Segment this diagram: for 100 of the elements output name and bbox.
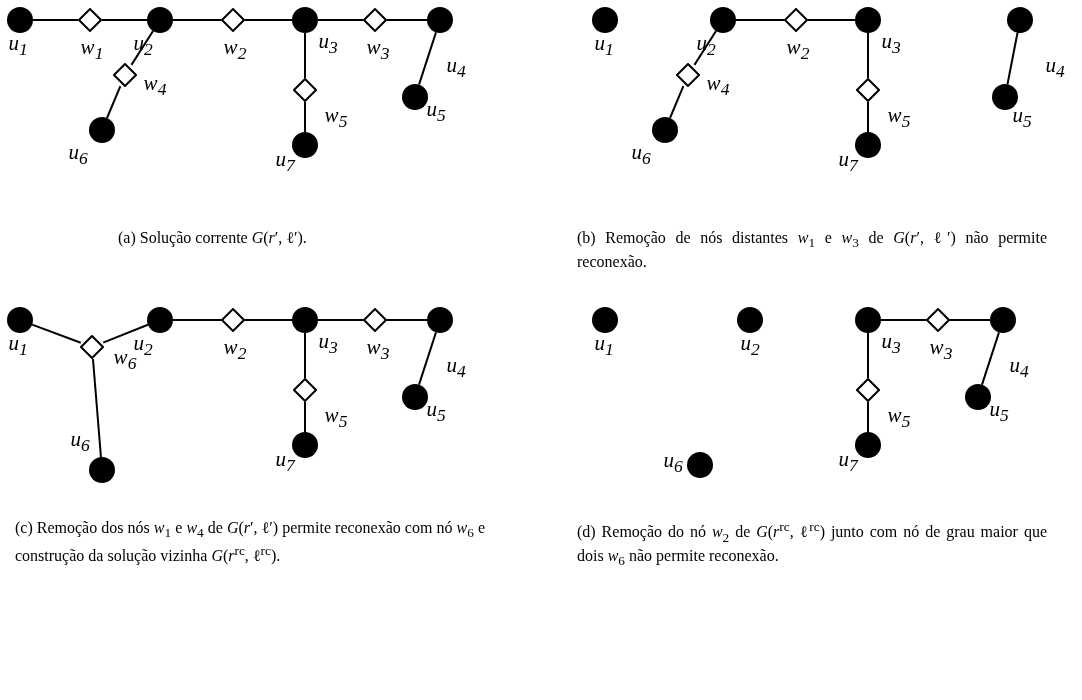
vertex-label: w$_{3}$ <box>366 337 390 363</box>
vertex-diamond <box>784 8 808 32</box>
vertex-label: u$_{4}$ <box>1009 355 1029 381</box>
edge-line <box>735 19 785 21</box>
vertex-label: u$_{1}$ <box>594 333 614 359</box>
edge-line <box>130 29 154 66</box>
vertex-label: w$_{5}$ <box>887 105 911 131</box>
edge-line <box>106 85 122 119</box>
vertex-label: u$_{5}$ <box>426 399 446 425</box>
vertex-label: u$_{7}$ <box>838 149 858 175</box>
edge-line <box>386 319 428 321</box>
vertex-label: w$_{3}$ <box>929 337 953 363</box>
vertex-diamond <box>113 63 137 87</box>
vertex-circle <box>89 117 115 143</box>
edge-line <box>317 319 364 321</box>
vertex-label: w$_{1}$ <box>80 37 104 63</box>
vertex-circle <box>402 84 428 110</box>
vertex-label: w$_{5}$ <box>887 405 911 431</box>
edge-line <box>304 332 306 379</box>
vertex-label: w$_{2}$ <box>223 337 247 363</box>
figure-caption: (a) Solução corrente G(r′, ℓ′). <box>118 228 308 249</box>
vertex-circle <box>855 432 881 458</box>
edge-line <box>981 331 1000 386</box>
edge-line <box>867 32 869 79</box>
figure-caption: (d) Remoção do nó w$_{2}$ de G(r$^{rc}$, ℓ$^{rc}$) junto com nó de grau maior que dois w$_{6}$ não permite reconexão. <box>577 518 1047 570</box>
vertex-label: w$_{5}$ <box>324 105 348 131</box>
edge-line <box>244 319 293 321</box>
vertex-label: u$_{1}$ <box>8 333 28 359</box>
vertex-label: u$_{6}$ <box>70 429 90 455</box>
vertex-label: u$_{5}$ <box>989 399 1009 425</box>
vertex-label: u$_{2}$ <box>740 333 760 359</box>
vertex-circle <box>592 7 618 33</box>
vertex-label: u$_{7}$ <box>275 449 295 475</box>
vertex-diamond <box>856 378 880 402</box>
vertex-circle <box>292 7 318 33</box>
edge-line <box>101 19 148 21</box>
vertex-circle <box>402 384 428 410</box>
edge-line <box>949 319 991 321</box>
vertex-label: w$_{3}$ <box>366 37 390 63</box>
vertex-circle <box>855 7 881 33</box>
vertex-label: u$_{6}$ <box>663 450 683 476</box>
edge-line <box>172 19 222 21</box>
vertex-circle <box>990 307 1016 333</box>
vertex-label: u$_{1}$ <box>8 33 28 59</box>
vertex-label: w$_{2}$ <box>786 37 810 63</box>
vertex-circle <box>147 307 173 333</box>
vertex-circle <box>7 307 33 333</box>
vertex-label: u$_{4}$ <box>446 355 466 381</box>
vertex-diamond <box>293 378 317 402</box>
figure-caption: (c) Remoção dos nós w$_{1}$ e w$_{4}$ de G(r′, ℓ′) permite reconexão com nó w$_{6}$ e construção da solução vizinha G(r$^{rc}$, ℓ$^{rc}$). <box>15 518 485 567</box>
vertex-circle <box>292 132 318 158</box>
edge-line <box>867 401 869 433</box>
edge-line <box>867 332 869 379</box>
edge-line <box>418 331 437 386</box>
edge-line <box>304 101 306 133</box>
vertex-circle <box>89 457 115 483</box>
vertex-label: w$_{4}$ <box>706 73 730 99</box>
vertex-circle <box>855 132 881 158</box>
edge-line <box>244 19 293 21</box>
edge-line <box>31 323 82 344</box>
vertex-circle <box>592 307 618 333</box>
vertex-circle <box>710 7 736 33</box>
vertex-circle <box>7 7 33 33</box>
vertex-diamond <box>856 78 880 102</box>
vertex-circle <box>427 307 453 333</box>
edge-line <box>317 19 364 21</box>
edge-line <box>304 32 306 79</box>
vertex-diamond <box>926 308 950 332</box>
edge-line <box>1006 31 1019 86</box>
vertex-circle <box>292 432 318 458</box>
vertex-label: w$_{2}$ <box>223 37 247 63</box>
vertex-label: u$_{3}$ <box>881 31 901 57</box>
vertex-circle <box>1007 7 1033 33</box>
edge-line <box>386 19 428 21</box>
vertex-diamond <box>363 308 387 332</box>
vertex-circle <box>292 307 318 333</box>
edge-line <box>807 19 856 21</box>
vertex-label: u$_{4}$ <box>1045 55 1065 81</box>
edge-line <box>418 31 437 86</box>
vertex-diamond <box>221 308 245 332</box>
vertex-circle <box>427 7 453 33</box>
vertex-label: u$_{3}$ <box>318 31 338 57</box>
vertex-diamond <box>78 8 102 32</box>
vertex-label: u$_{7}$ <box>838 449 858 475</box>
vertex-circle <box>737 307 763 333</box>
vertex-label: u$_{2}$ <box>133 333 153 359</box>
vertex-label: u$_{6}$ <box>631 142 651 168</box>
vertex-diamond <box>221 8 245 32</box>
edge-line <box>867 101 869 133</box>
edge-line <box>693 29 717 66</box>
edge-line <box>32 19 79 21</box>
vertex-circle <box>855 307 881 333</box>
vertex-label: u$_{1}$ <box>594 33 614 59</box>
edge-line <box>304 401 306 433</box>
edge-line <box>880 319 927 321</box>
vertex-label: u$_{3}$ <box>881 331 901 357</box>
vertex-label: u$_{6}$ <box>68 142 88 168</box>
vertex-circle <box>992 84 1018 110</box>
vertex-label: w$_{5}$ <box>324 405 348 431</box>
vertex-circle <box>965 384 991 410</box>
